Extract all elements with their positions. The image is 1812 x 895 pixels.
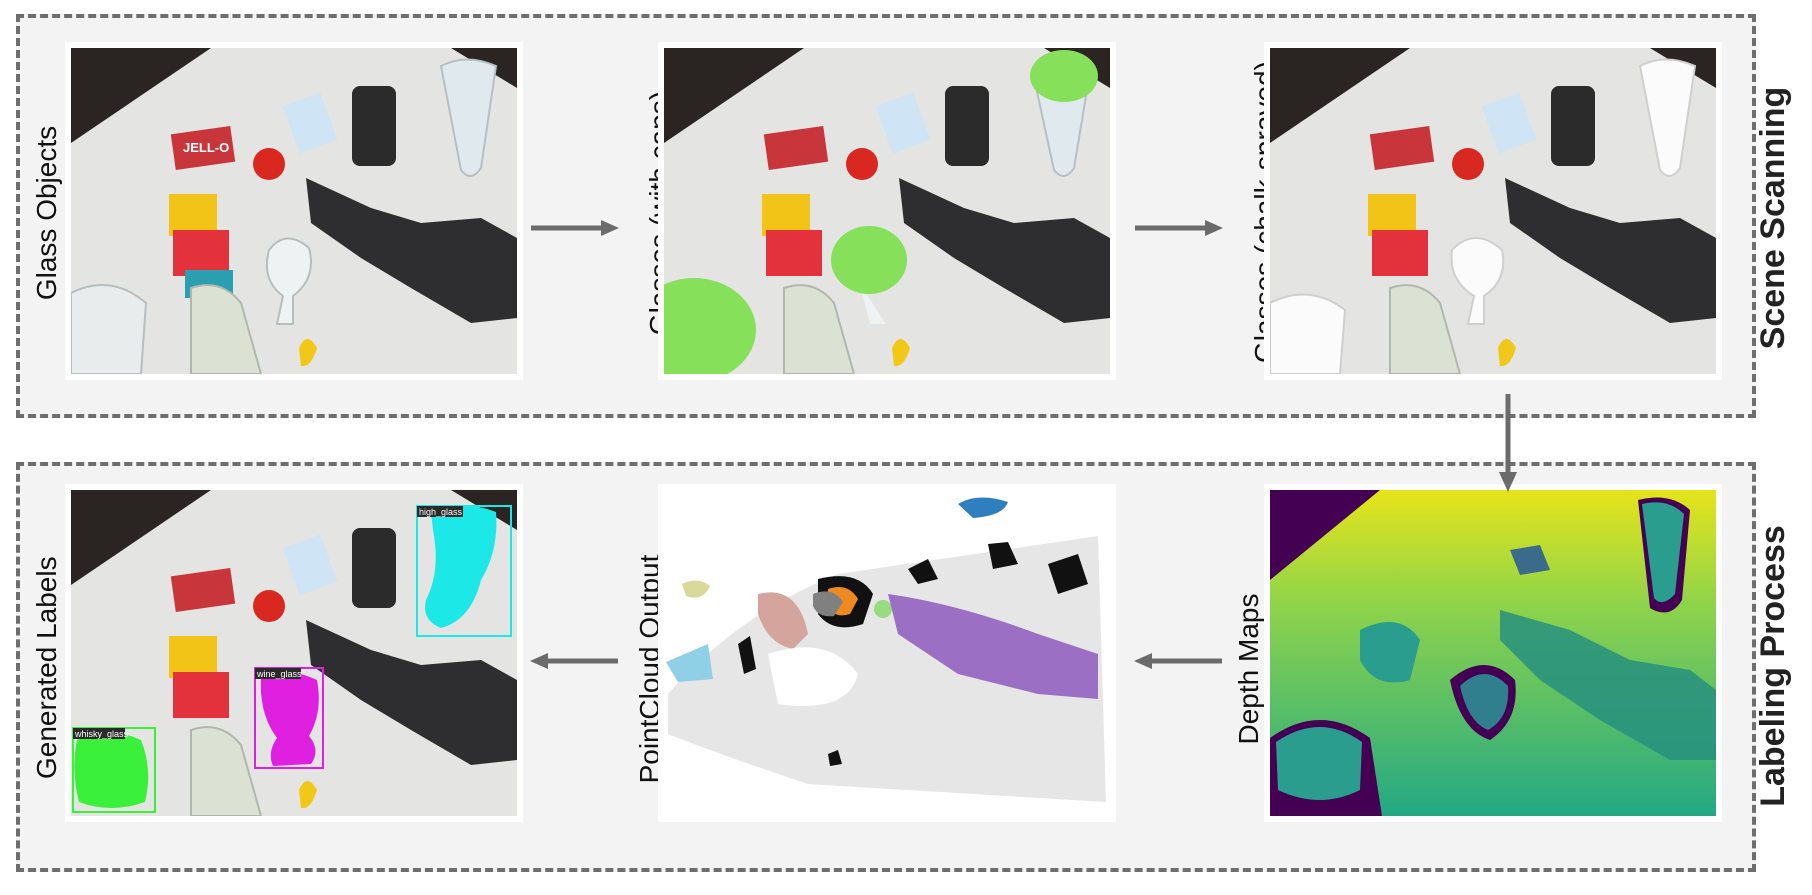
wine-glass-label: wine_glass <box>256 669 302 679</box>
high-glass-label: high_glass <box>419 507 463 517</box>
pointcloud-output-image <box>658 484 1116 822</box>
generated-labels-image: high_glass wine_glass whisky_glass <box>65 484 523 822</box>
scene-scanning-title: Scene Scanning <box>1754 86 1792 350</box>
glass-objects-label: Glass Objects <box>31 125 62 301</box>
depth-maps-label: Depth Maps <box>1233 593 1264 745</box>
arrow-down <box>1499 394 1517 492</box>
arrow-left-2 <box>530 653 618 669</box>
arrow-left-1 <box>1134 653 1222 669</box>
glasses-chalk-sprayed-image <box>1264 42 1722 380</box>
generated-labels-label: Generated Labels <box>31 556 62 779</box>
glass-objects-image: JELL-O <box>65 42 523 380</box>
arrow-right-2 <box>1135 220 1223 236</box>
whisky-glass-label: whisky_glass <box>74 729 129 739</box>
depth-maps-image <box>1264 484 1722 822</box>
arrow-right-1 <box>531 220 619 236</box>
jello-box-text: JELL-O <box>183 140 229 155</box>
glasses-with-caps-image <box>658 42 1116 380</box>
labeling-process-title: Labeling Process <box>1754 525 1792 807</box>
